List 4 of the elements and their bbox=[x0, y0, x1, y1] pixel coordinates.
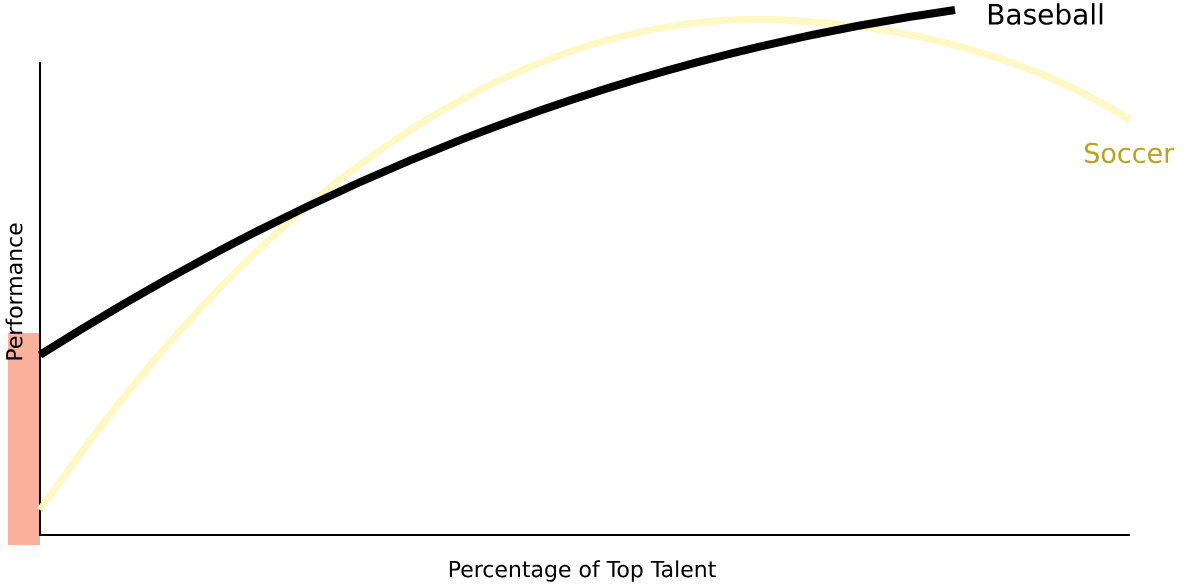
axis-title: Performance bbox=[5, 223, 23, 360]
series-label: Soccer bbox=[1085, 142, 1175, 164]
series-label: Baseball bbox=[988, 3, 1103, 25]
axis-title: Percentage of Top Talent bbox=[449, 560, 716, 582]
